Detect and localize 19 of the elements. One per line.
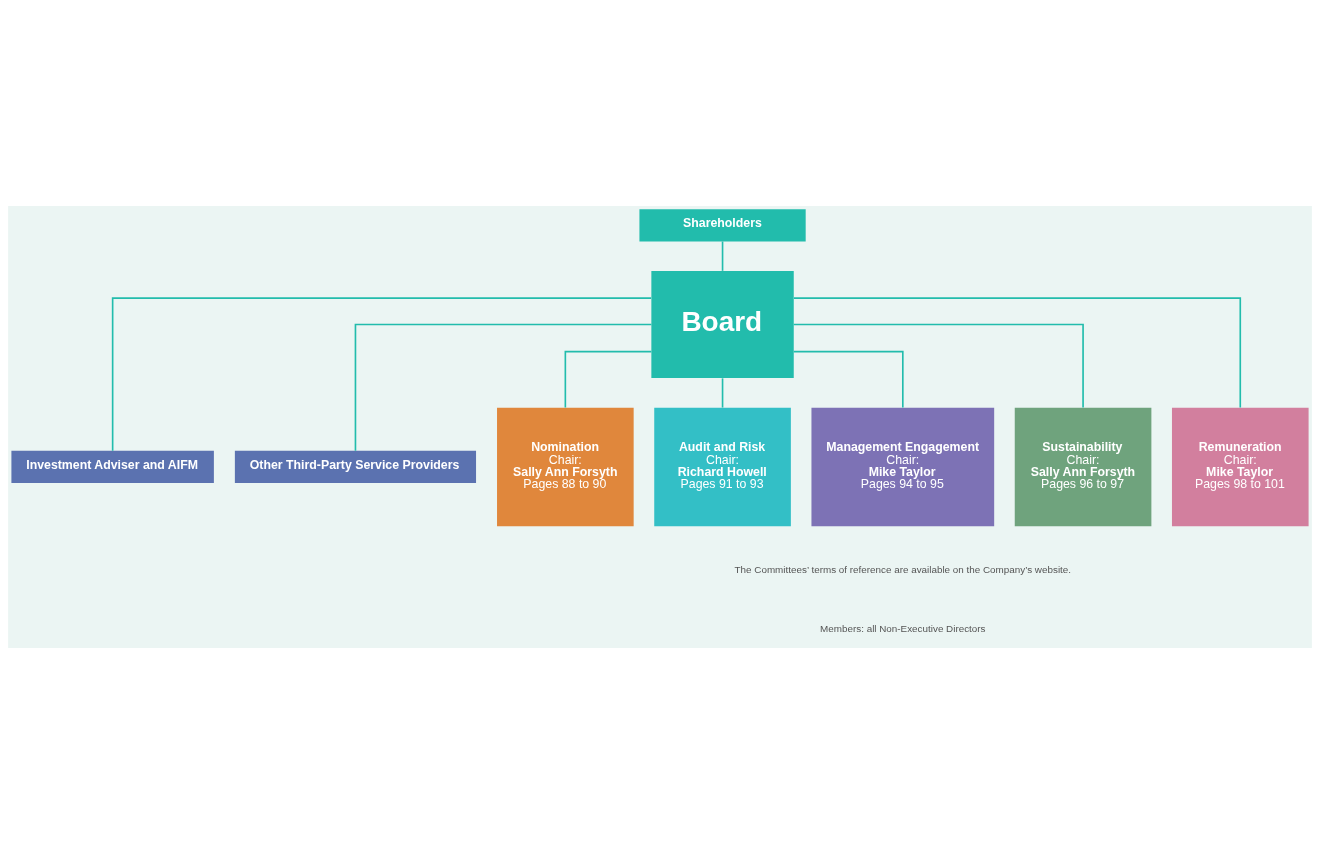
connector (792, 323, 1084, 409)
node-box: Nomination Chair: Sally Ann Forsyth Pages 88 to 90 (497, 407, 634, 527)
connector (721, 240, 724, 272)
label: The Committees’ terms of reference are available on the Company’s website. (734, 564, 1072, 576)
node-box: Remuneration Chair: Mike Taylor Pages 98 to 101 (1171, 407, 1309, 527)
node-box: Audit and Risk Chair: Richard Howell Pages 91 to 93 (654, 407, 791, 527)
node-box: Investment Adviser and AIFM (11, 450, 214, 483)
connector (792, 350, 904, 409)
connector (564, 350, 653, 409)
node-box: Board (651, 271, 794, 379)
connector (721, 377, 724, 409)
connector (354, 323, 653, 452)
connector (111, 297, 652, 452)
node-box: Sustainability Chair: Sally Ann Forsyth Pages 96 to 97 (1014, 407, 1152, 527)
node-box: Shareholders (639, 209, 806, 242)
node-box: Other Third-Party Service Providers (234, 450, 477, 483)
connector (793, 297, 1242, 409)
label: Members: all Non-Executive Directors (820, 623, 986, 635)
node-box: Management Engagement Chair: Mike Taylor Pages 94 to 95 (811, 407, 995, 527)
